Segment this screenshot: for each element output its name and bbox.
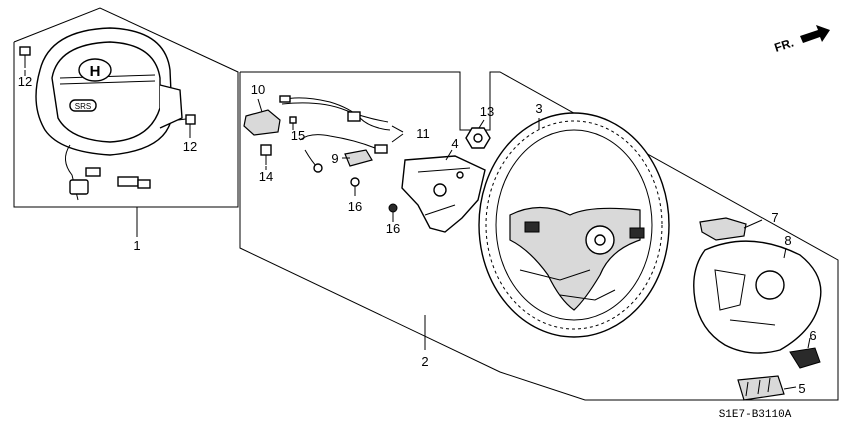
- wire-harness-11: [279, 95, 404, 173]
- bolt-14: [260, 144, 272, 165]
- srs-badge: [69, 99, 97, 112]
- callout-10: 10: [251, 82, 265, 97]
- callout-13: 13: [480, 104, 494, 119]
- airbag-module: H SRS: [35, 27, 183, 201]
- honda-logo-emblem: [78, 58, 112, 82]
- switch-7: [699, 217, 747, 241]
- callout-15: 15: [291, 128, 305, 143]
- callout-2: 2: [421, 354, 428, 369]
- callout-12-right: 12: [183, 139, 197, 154]
- cover-6: [789, 347, 821, 369]
- rear-cover-8: [693, 240, 822, 354]
- bolt-12-left: [19, 46, 31, 68]
- screw-15: [289, 116, 297, 130]
- bracket-4: [401, 155, 486, 233]
- airbag-module-frame: [13, 7, 239, 208]
- callout-14: 14: [259, 169, 273, 184]
- front-direction-indicator: FR.: [773, 25, 830, 55]
- callout-4: 4: [451, 136, 458, 151]
- srs-badge-text: SRS: [75, 102, 91, 111]
- callout-numbers: 1 2 3 4 5 6 7 8 9 10 11 12 12 13 14 15 1…: [18, 74, 817, 396]
- callout-16-lower: 16: [386, 221, 400, 236]
- callout-8: 8: [784, 233, 791, 248]
- honda-logo-text: H: [90, 63, 101, 80]
- callout-9: 9: [331, 151, 338, 166]
- steering-wheel-frame: [239, 71, 839, 401]
- steering-wheel-3: [478, 112, 670, 338]
- screw-16-upper: [350, 177, 360, 196]
- diagram-code: S1E7-B3110A: [719, 409, 792, 421]
- callout-11: 11: [416, 126, 430, 141]
- switch-9: [344, 149, 373, 167]
- fr-label: FR.: [773, 36, 796, 55]
- callout-7: 7: [771, 210, 778, 225]
- cruise-switch-10: [243, 98, 281, 136]
- callout-3: 3: [535, 101, 542, 116]
- nut-13: [465, 127, 491, 149]
- callout-1: 1: [133, 238, 140, 253]
- screw-16-lower: [388, 203, 398, 222]
- callout-12-left: 12: [18, 74, 32, 89]
- cover-5: [737, 375, 785, 401]
- callout-5: 5: [798, 381, 805, 396]
- front-arrow-icon: [800, 25, 830, 43]
- callout-16-upper: 16: [348, 199, 362, 214]
- callout-6: 6: [809, 328, 816, 343]
- leader-lines: [24, 70, 811, 390]
